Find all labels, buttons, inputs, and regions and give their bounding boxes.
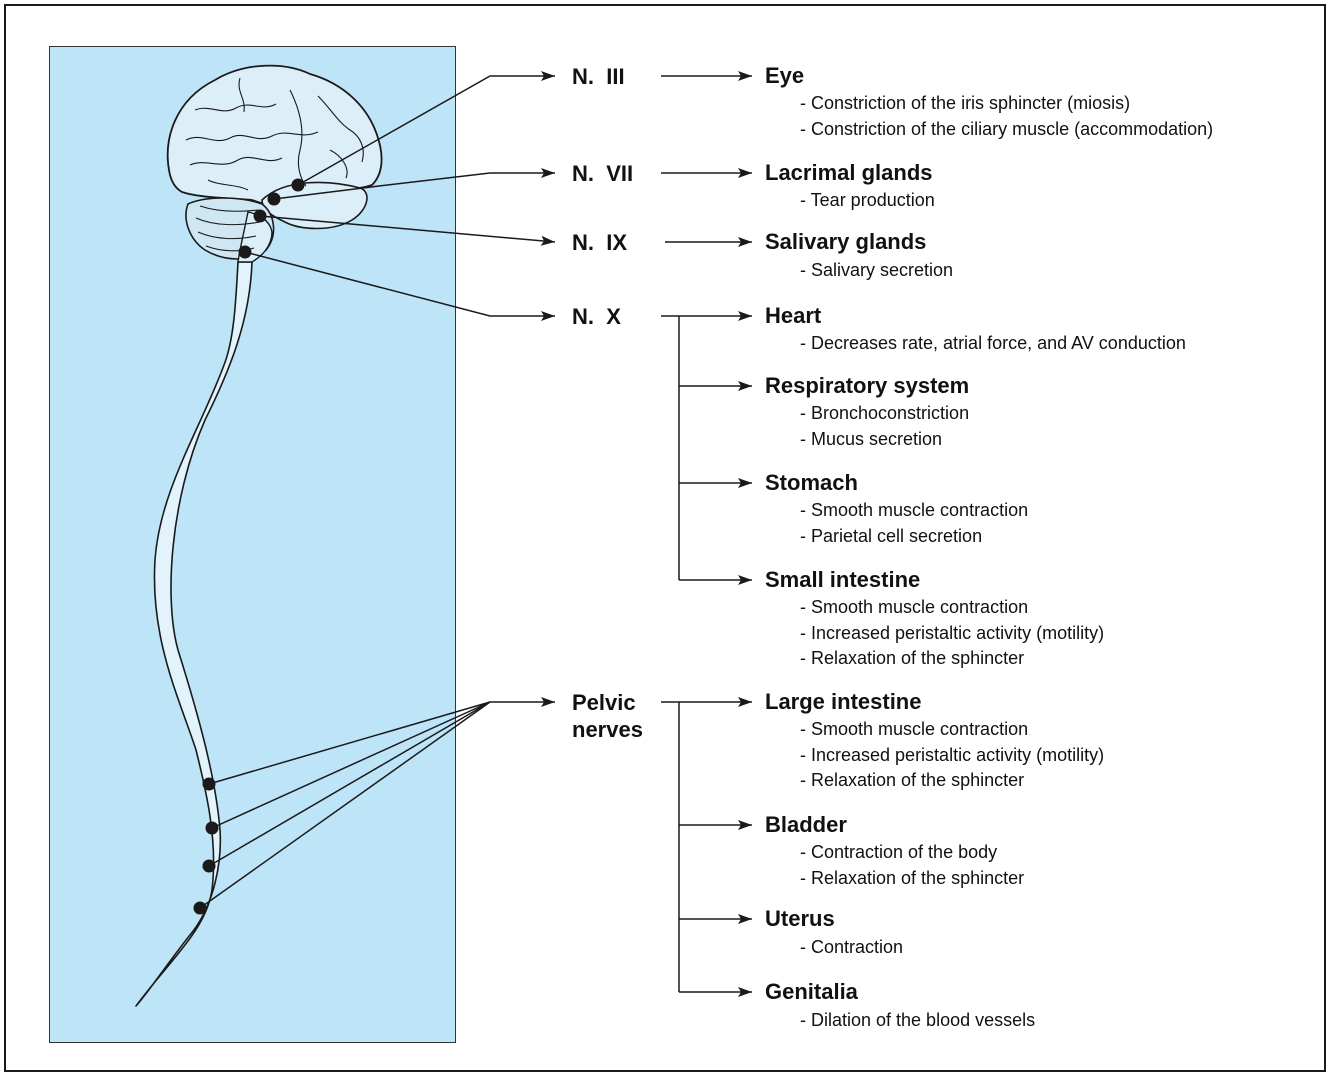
effect-list: - Decreases rate, atrial force, and AV c… [800, 331, 1186, 357]
effect-item: - Increased peristaltic activity (motili… [800, 743, 1104, 769]
sacral-dot-4 [194, 902, 207, 915]
effect-item: - Relaxation of the sphincter [800, 646, 1104, 672]
organ-name: Large intestine [765, 689, 921, 715]
effect-item: - Contraction [800, 935, 903, 961]
effect-item: - Bronchoconstriction [800, 401, 969, 427]
effect-list: - Smooth muscle contraction - Increased … [800, 595, 1104, 672]
organ-name: Genitalia [765, 979, 858, 1005]
effect-item: - Decreases rate, atrial force, and AV c… [800, 331, 1186, 357]
organ-name: Uterus [765, 906, 835, 932]
sacral-dot-2 [206, 822, 219, 835]
effect-list: - Contraction of the body - Relaxation o… [800, 840, 1024, 891]
nerve-label-n10: N. X [572, 303, 621, 330]
effect-item: - Mucus secretion [800, 427, 969, 453]
effect-item: - Tear production [800, 188, 935, 214]
effect-item: - Parietal cell secretion [800, 524, 1028, 550]
organ-name: Respiratory system [765, 373, 969, 399]
organ-name: Small intestine [765, 567, 920, 593]
effect-item: - Increased peristaltic activity (motili… [800, 621, 1104, 647]
effect-item: - Constriction of the iris sphincter (mi… [800, 91, 1213, 117]
nerve-label-pelvic: Pelvic nerves [572, 689, 643, 743]
nerve-label-n3: N. III [572, 63, 625, 90]
effect-item: - Smooth muscle contraction [800, 595, 1104, 621]
effect-list: - Dilation of the blood vessels [800, 1008, 1035, 1034]
effect-item: - Smooth muscle contraction [800, 717, 1104, 743]
effect-item: - Salivary secretion [800, 258, 953, 284]
effect-item: - Smooth muscle contraction [800, 498, 1028, 524]
organ-name: Heart [765, 303, 821, 329]
effect-list: - Constriction of the iris sphincter (mi… [800, 91, 1213, 142]
effect-list: - Smooth muscle contraction - Parietal c… [800, 498, 1028, 549]
sacral-dot-3 [203, 860, 216, 873]
organ-name: Eye [765, 63, 804, 89]
effect-item: - Contraction of the body [800, 840, 1024, 866]
n7-nucleus-dot [268, 193, 281, 206]
nerve-label-n9: N. IX [572, 229, 627, 256]
organ-name: Stomach [765, 470, 858, 496]
nerve-label-n7: N. VII [572, 160, 633, 187]
n9-nucleus-dot [254, 210, 267, 223]
effect-list: - Bronchoconstriction - Mucus secretion [800, 401, 969, 452]
effect-item: - Relaxation of the sphincter [800, 768, 1104, 794]
sacral-dot-1 [203, 778, 216, 791]
effect-item: - Constriction of the ciliary muscle (ac… [800, 117, 1213, 143]
n10-nucleus-dot [239, 246, 252, 259]
n3-nucleus-dot [292, 179, 305, 192]
effect-list: - Contraction [800, 935, 903, 961]
organ-name: Bladder [765, 812, 847, 838]
effect-item: - Dilation of the blood vessels [800, 1008, 1035, 1034]
effect-list: - Tear production [800, 188, 935, 214]
organ-name: Lacrimal glands [765, 160, 933, 186]
organ-name: Salivary glands [765, 229, 926, 255]
effect-item: - Relaxation of the sphincter [800, 866, 1024, 892]
spinal-cord [136, 262, 252, 1006]
effect-list: - Salivary secretion [800, 258, 953, 284]
effect-list: - Smooth muscle contraction - Increased … [800, 717, 1104, 794]
